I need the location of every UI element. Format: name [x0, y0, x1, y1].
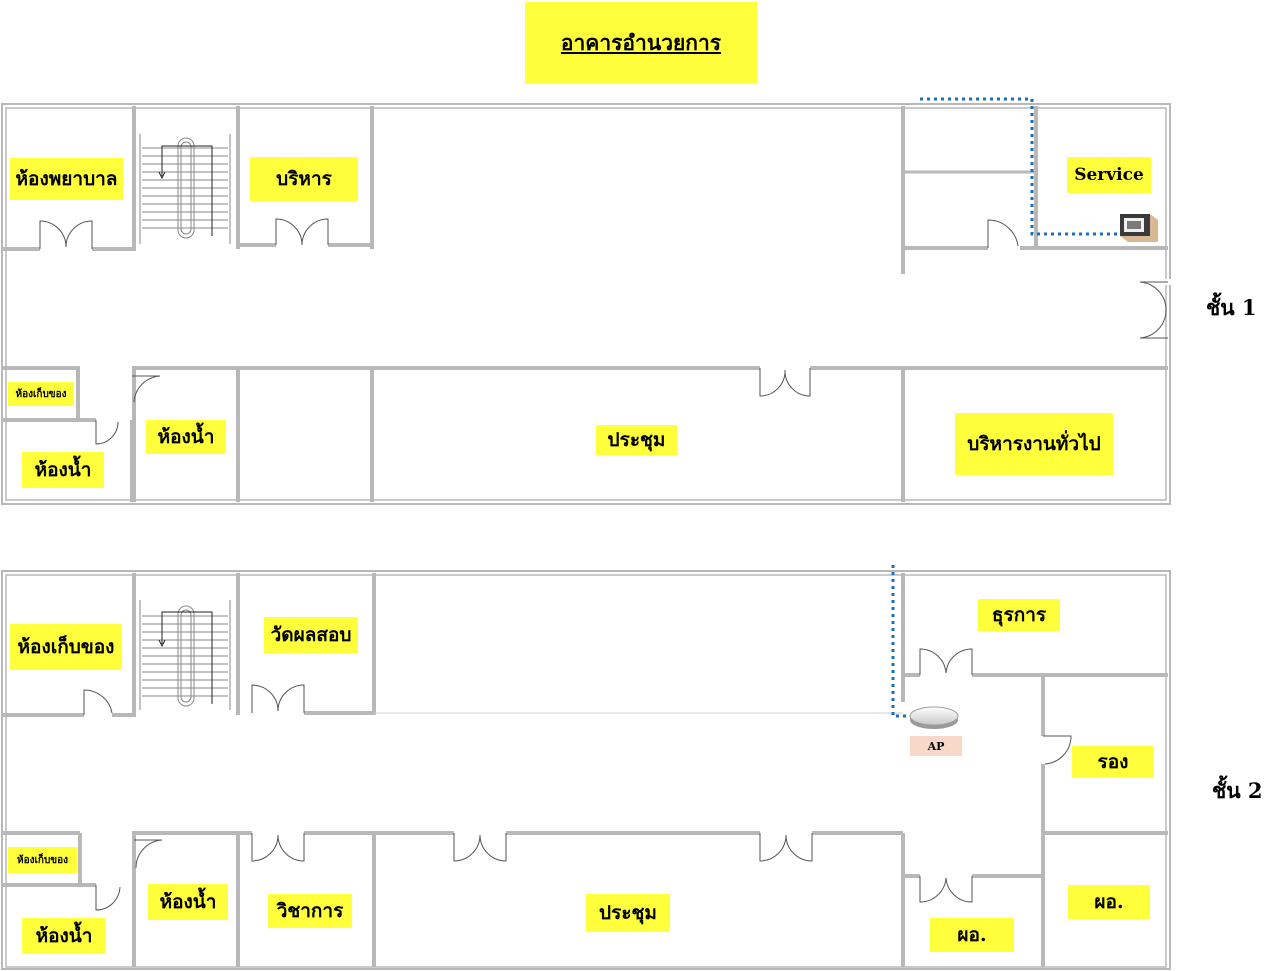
room-storage-small-label: ห้องเก็บของ: [8, 847, 77, 873]
wireless-access-point-icon: [909, 706, 959, 729]
page-title: อาคารอำนวยการ: [525, 2, 757, 84]
access-point-label: AP: [910, 736, 962, 756]
room-assessment-label: วัดผลสอบ: [264, 617, 358, 653]
floor-1-label: ชั้น 1: [1206, 295, 1257, 320]
network-cable-floor-2: [891, 565, 908, 718]
server-rack-icon: [1120, 214, 1158, 242]
room-restroom-left-label: ห้องน้ำ: [22, 452, 104, 488]
floor-2-plan: [1, 570, 1171, 970]
door-swing-icon: [83, 648, 1072, 911]
room-service-label: Service: [1067, 157, 1151, 193]
room-restroom-right-label: ห้องน้ำ: [148, 884, 228, 920]
floor-2-label: ชั้น 2: [1212, 778, 1263, 803]
room-business-label: ธุรการ: [978, 599, 1060, 631]
room-restroom-left-label: ห้องน้ำ: [22, 918, 106, 954]
room-general-admin-label: บริหารงานทั่วไป: [955, 413, 1113, 475]
room-meeting-label: ประชุม: [586, 894, 670, 932]
floor-1-plan: [1, 103, 1172, 505]
room-meeting-label: ประชุม: [596, 425, 677, 455]
room-nurse-label: ห้องพยาบาล: [10, 158, 123, 200]
room-director-2-label: ผอ.: [930, 918, 1014, 952]
room-storage-label: ห้องเก็บของ: [10, 624, 122, 670]
network-cable-floor-1: [920, 97, 1122, 236]
room-academic-label: วิชาการ: [268, 894, 352, 928]
staircase-icon: [139, 134, 231, 244]
room-admin-label: บริหาร: [250, 157, 358, 201]
staircase-icon: [139, 600, 231, 710]
room-deputy-label: รอง: [1072, 746, 1154, 778]
room-storage-small-label: ห้องเก็บของ: [8, 382, 74, 406]
door-swing-icon: [39, 218, 1168, 445]
room-restroom-right-label: ห้องน้ำ: [146, 420, 226, 454]
room-director-1-label: ผอ.: [1068, 885, 1150, 919]
